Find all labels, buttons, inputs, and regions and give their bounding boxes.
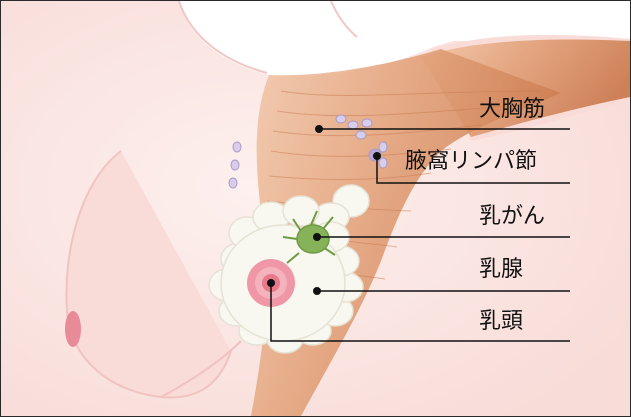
label-mammary-gland: 乳腺 xyxy=(479,259,523,281)
label-cancer: 乳がん xyxy=(479,206,545,228)
label-pectoralis: 大胸筋 xyxy=(479,99,545,121)
left-nipple xyxy=(65,311,81,347)
label-nipple: 乳頭 xyxy=(479,311,523,333)
neck-line-2 xyxy=(331,1,357,37)
label-axillary-lymph: 腋窩リンパ節 xyxy=(405,151,537,173)
shoulder xyxy=(331,1,630,41)
